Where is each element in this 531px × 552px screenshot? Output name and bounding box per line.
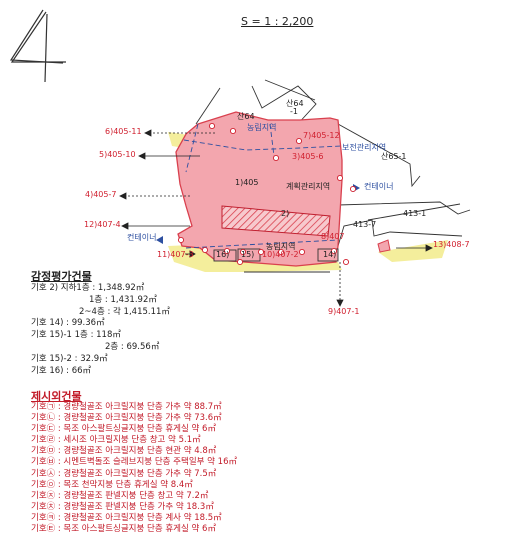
parcel-number-label: 산65-1 [381,152,407,161]
extra-building-marker [277,248,285,256]
parcel-number-label: 413-1 [403,209,427,218]
extra-building-line: 기호㉨ : 경량철골조 판넬지붕 단층 창고 약 7.2㎡ [31,490,209,501]
parcel-callout-label: 11)407-3 [157,250,194,259]
extra-building-line: 기호㉢ : 목조 아스팔트싱글지붕 단층 휴게실 약 6㎡ [31,424,216,435]
extra-building-marker [208,122,216,130]
appraisal-line: 기호 16) : 66㎡ [31,365,92,376]
parcel-callout-label: 12)407-4 [84,220,121,229]
extra-building-line: 기호㉤ : 경량철골조 아크릴지붕 단층 현관 약 4.8㎡ [31,446,217,457]
extra-building-line: 기호㉠ : 경량철골조 아크릴지붕 단층 가추 약 88.7㎡ [31,402,222,412]
container-label: 컨테이너 [364,182,394,191]
extra-building-marker [236,258,244,266]
extra-building-marker [223,247,231,255]
parcel-label: 2) [281,209,290,218]
appraisal-line: 기호 2) 지하1층 : 1,348.92㎡ [31,283,145,293]
zone-label: 농림지역 [266,242,296,251]
appraisal-line: 기호 15)-2 : 32.9㎡ [31,353,108,364]
zone-label: 농림지역 [247,123,277,132]
extra-building-line: 기호㉥ : 시멘트벽돌조 슬레브지붕 단층 주택일부 약 16㎡ [31,457,237,468]
extra-building-marker [229,127,237,135]
map-scale: S = 1 : 2,200 [241,15,314,28]
appraisal-title: 감정평가건물 [31,270,92,283]
parcel-number-label: 413-7 [353,220,377,229]
parcel-number-label: 산64 [286,99,304,108]
parcel-label: 14) [323,250,337,259]
extra-building-marker [257,248,265,256]
extra-building-line: 기호㉪ : 경량철골조 아크릴지붕 단층 계사 약 18.5㎡ [31,512,222,523]
extra-building-marker [342,258,350,266]
extra-building-line: 기호㉧ : 목조 천막지붕 단층 휴게실 약 8.4㎡ [31,479,193,490]
extra-building-marker [272,154,280,162]
parcel-13-plot [377,239,391,253]
extra-building-marker [349,185,357,193]
extra-building-marker [298,248,306,256]
appraisal-line: 기호 14) : 99.36㎡ [31,318,105,329]
parcel-number-label: 산64 [237,112,255,121]
appraisal-line: 1층 : 1,431.92㎡ [89,294,157,305]
appraisal-list: 기호 2) 지하1층 : 1,348.92㎡ 1층 : 1,431.92㎡ 2~… [31,283,170,377]
appraisal-line: 기호 15)-1 1층 : 118㎡ [31,330,121,341]
zoning-boundaries [183,123,343,249]
parcel-label: 16) [216,250,230,259]
parcel-number-label: -1 [290,107,298,116]
building-2 [221,205,331,237]
parcel-label: 7)405-12 [303,131,340,140]
extra-buildings-title: 제시외건물 [31,390,82,403]
parcel-label: 3)405-6 [292,152,324,161]
extra-building-line: 기호㉦ : 경량철골조 아크릴지붕 단층 가추 약 7.5㎡ [31,468,217,479]
parcel-callout-label: 5)405-10 [99,150,136,159]
extra-building-marker [201,246,209,254]
extra-buildings-list: 기호㉠ : 경량철골조 아크릴지붕 단층 가추 약 88.7㎡ 기호㉡ : 경량… [31,402,237,535]
extra-building-marker [330,247,338,255]
page-number-sketch [9,9,66,83]
parcel-label: 1)405 [235,178,259,187]
container-label: 컨테이너 [127,233,157,242]
appraisal-line: 2층 : 69.56㎡ [105,341,160,352]
parcel-callout-label: 9)407-1 [328,307,360,316]
leader-arrows [119,129,433,307]
zone-label: 보전관리지역 [342,143,387,152]
zone-label: 계획관리지역 [286,182,331,191]
extra-building-marker [336,174,344,182]
extra-building-marker [295,137,303,145]
extra-building-markers [177,122,357,266]
parcel-callout-label: 4)405-7 [85,190,117,199]
parcel-label: 10)407-2 [262,250,299,259]
parcel-label: 15) [241,250,255,259]
parcel-lines [195,79,471,273]
extra-building-line: 기호㉡ : 경량철골조 아크릴지붕 단층 가추 약 73.6㎡ [31,413,222,424]
extra-building-marker [239,248,247,256]
parcel-label: 8)407 [321,232,345,241]
extra-building-line: 기호㉩ : 경량철골조 판넬지붕 단층 가추 약 18.3㎡ [31,501,214,512]
parcel-callout-label: 13)408-7 [433,240,470,249]
extra-building-marker [177,236,185,244]
appraisal-line: 2~4층 : 각 1,415.11㎡ [79,306,170,317]
parcel-callout-label: 6)405-11 [105,127,142,136]
extra-building-line: 기호㉫ : 목조 아스팔트싱글지붕 단층 휴게실 약 6㎡ [31,524,216,535]
extra-building-line: 기호㉣ : 세시조 아크릴지붕 단층 창고 약 5.1㎡ [31,435,201,446]
